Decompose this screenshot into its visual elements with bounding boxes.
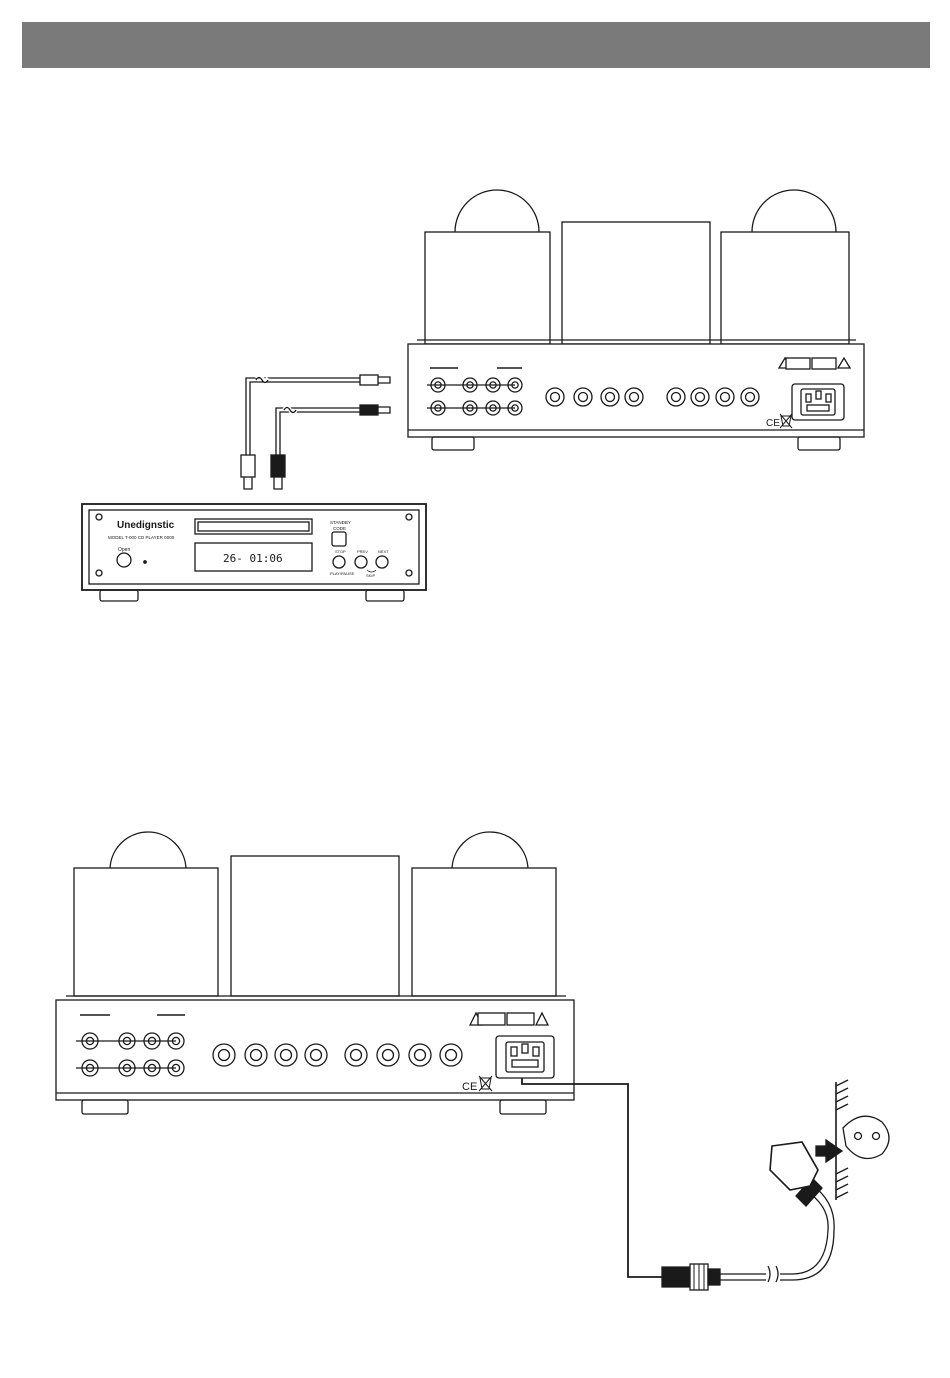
ce-mark: CE [462,1081,477,1093]
amp-foot-right [500,1100,546,1114]
insert-arrow-icon [816,1140,842,1162]
brand-logo: Unedignstic [117,520,175,531]
transformer-cover-center [231,856,399,996]
power-cable [522,1078,834,1290]
open-label: Open [118,547,130,553]
tube-dome-left [110,832,186,870]
amp-foot-left [432,437,474,450]
cd-foot-right [366,590,404,601]
play-pause-label: PLAY/PAUSE [330,571,355,576]
rca-plug-white-bottom [241,455,255,477]
tube-dome-right [752,190,836,232]
stop-label: STOP [335,549,346,554]
standby-sublabel: CODE [333,526,346,531]
transformer-cover-center [562,222,710,344]
model-line: MODEL T-000 CD PLAYER 0000 [108,535,175,540]
schuko-plug [770,1142,818,1190]
amplifier-bottom: CE [56,832,574,1114]
amp-foot-left [82,1100,128,1114]
rca-cables [241,375,390,489]
prev-label: PREV [357,549,368,554]
transformer-cover-right [721,232,849,344]
next-label: NEXT [378,549,389,554]
display-readout: 26- 01:06 [223,552,283,565]
wall-outlet [816,1080,889,1200]
standby-label: STANDBY [330,520,351,525]
transformer-cover-left [74,868,218,996]
tube-dome-right [452,832,528,870]
rca-plug-black [360,405,378,415]
transformer-cover-left [425,232,550,344]
tube-dome-left [455,190,539,232]
socket-face [843,1116,889,1158]
skip-label: SKIP [366,573,375,578]
amplifier-top: CE [408,190,864,450]
rca-plug-white [360,375,378,385]
cd-foot-left [100,590,138,601]
ce-mark: CE [766,418,780,429]
transformer-cover-right [412,868,556,996]
rca-plug-black-bottom [271,455,285,477]
cd-player: 26- 01:06 Unedignstic MODEL T-000 CD PLA… [82,504,426,601]
amp-foot-right [798,437,840,450]
